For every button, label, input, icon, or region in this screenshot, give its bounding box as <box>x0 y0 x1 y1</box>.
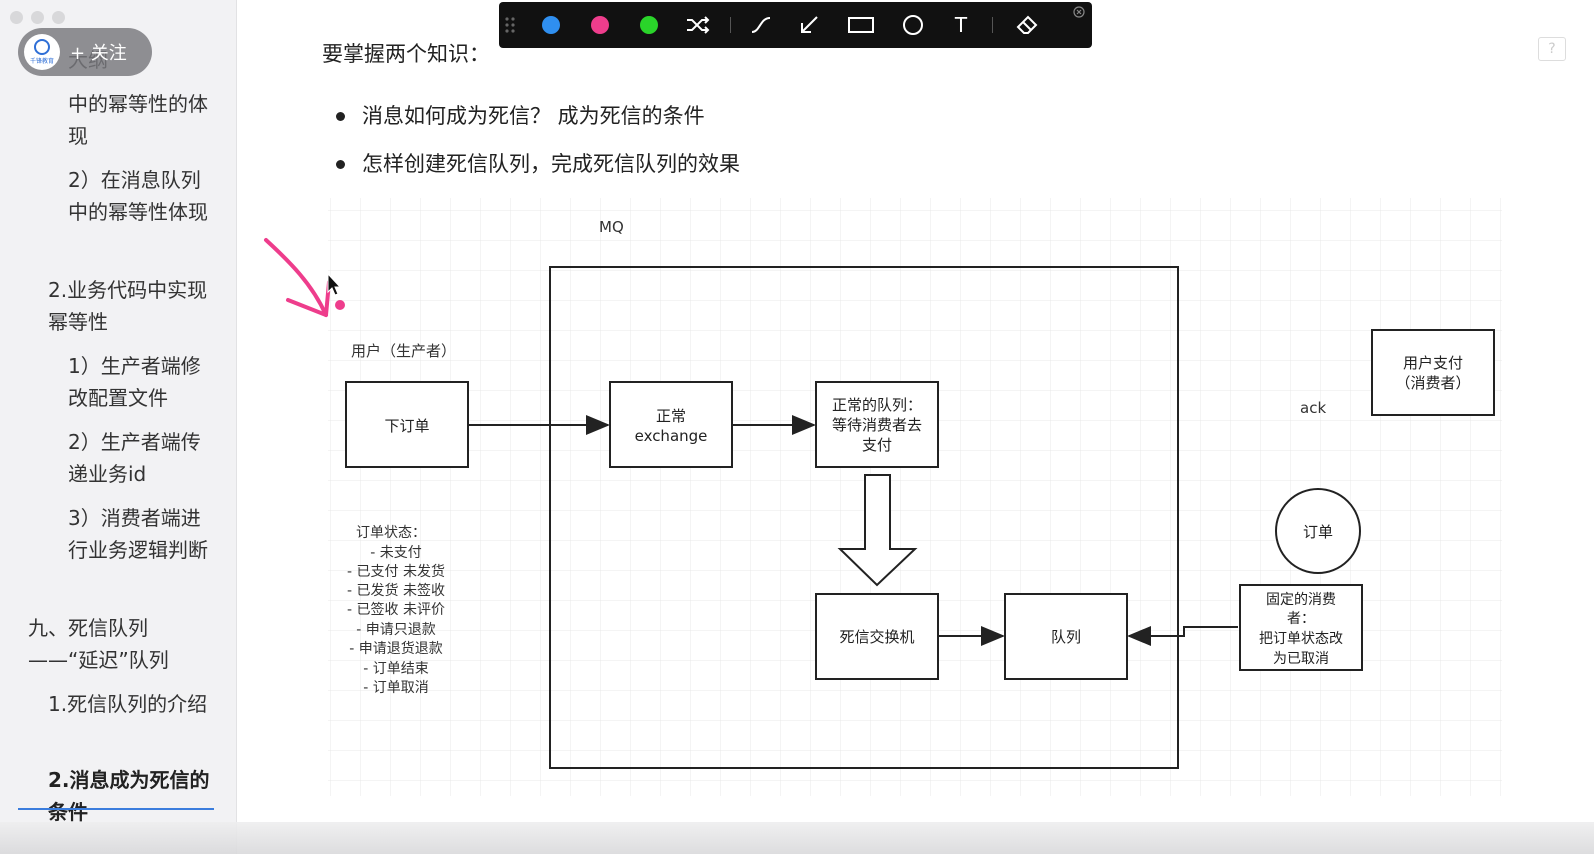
dead-letter-exchange-label: 死信交换机 <box>839 628 914 646</box>
dead-letter-exchange-box <box>815 593 939 680</box>
annotation-stroke <box>264 238 328 317</box>
rectangle-icon[interactable] <box>835 2 887 48</box>
mq-label: MQ <box>599 218 624 236</box>
close-window-icon[interactable] <box>10 11 23 24</box>
help-icon[interactable]: ? <box>1538 37 1566 61</box>
outline-sidebar: 大纲中的幂等性的体现2）在消息队列中的幂等性体现2.业务代码中实现幂等性1）生产… <box>0 0 237 854</box>
arrow-consumer-to-queue <box>1127 626 1238 646</box>
fixed-consumer-label-3: 把订单状态改 <box>1259 631 1343 647</box>
ack-label: ack <box>1300 399 1326 417</box>
outline-item[interactable]: 九、死信队列——“延迟”队列 <box>28 616 169 672</box>
outline-item[interactable]: 中的幂等性的体现 <box>68 92 208 148</box>
drag-handle-icon[interactable] <box>499 2 521 48</box>
arrow-icon[interactable] <box>787 2 831 48</box>
bullet-item: 消息如何成为死信？ 成为死信的条件 <box>336 92 740 140</box>
outline-item[interactable]: 1.死信队列的介绍 <box>48 692 208 716</box>
video-control-bar <box>0 822 1594 854</box>
fixed-consumer-label-1: 固定的消费 <box>1266 592 1336 608</box>
window-controls <box>10 11 65 24</box>
exchange-label-1: 正常 <box>656 407 686 425</box>
maximize-window-icon[interactable] <box>52 11 65 24</box>
blue-color-dot <box>542 16 560 34</box>
page-heading: 要掌握两个知识： <box>322 42 490 66</box>
status-line: - 订单取消 <box>363 680 429 696</box>
logo-text: 千锋教育 <box>29 58 54 65</box>
eraser-icon[interactable] <box>1001 2 1053 48</box>
queue-label: 队列 <box>1051 628 1081 646</box>
normal-queue-label-3: 支付 <box>862 436 892 454</box>
close-toolbar-icon[interactable] <box>1069 2 1089 22</box>
logo-q-icon <box>34 39 50 55</box>
status-line: - 未支付 <box>370 545 422 561</box>
annotation-arrowhead <box>286 280 331 317</box>
curve-icon[interactable] <box>739 2 783 48</box>
place-order-box <box>345 381 469 468</box>
place-order-label: 下订单 <box>384 417 429 435</box>
outline-item[interactable]: 2.业务代码中实现幂等性 <box>48 278 208 334</box>
outline-item[interactable]: 2）在消息队列中的幂等性体现 <box>68 168 208 224</box>
normal-queue-label-1: 正常的队列： <box>832 396 922 414</box>
normal-queue-box <box>815 381 939 468</box>
fixed-consumer-label-4: 为已取消 <box>1273 651 1329 667</box>
outline-item[interactable]: 2.消息成为死信的条件 <box>48 768 210 824</box>
consumer-label-2: （消费者） <box>1395 374 1470 392</box>
pink-color-dot <box>591 16 609 34</box>
pink-pen-button[interactable] <box>578 2 622 48</box>
bullet-list: 消息如何成为死信？ 成为死信的条件 怎样创建死信队列，完成死信队列的效果 <box>336 92 740 188</box>
outline-item[interactable]: 3）消费者端进行业务逻辑判断 <box>68 506 208 562</box>
toolbar-divider <box>725 2 735 48</box>
minimize-window-icon[interactable] <box>31 11 44 24</box>
green-pen-button[interactable] <box>627 2 671 48</box>
status-line: - 订单结束 <box>363 661 429 677</box>
order-status-list: 订单状态： - 未支付 - 已支付 未发货 - 已发货 未签收 - 已签收 未评… <box>347 525 445 696</box>
status-line: - 已支付 未发货 <box>347 563 445 580</box>
fixed-consumer-label-2: 者： <box>1287 611 1315 627</box>
follow-label: + 关注 <box>70 43 127 64</box>
brand-logo: 千锋教育 <box>24 34 60 70</box>
consumer-label-1: 用户支付 <box>1403 354 1463 372</box>
consumer-box <box>1371 329 1495 416</box>
outline-item[interactable]: 1）生产者端修改配置文件 <box>68 354 201 410</box>
order-circle-label: 订单 <box>1303 523 1333 541</box>
status-line: - 申请只退款 <box>356 622 436 638</box>
outline-item[interactable]: 2）生产者端传递业务id <box>68 430 201 486</box>
active-item-indicator <box>18 808 214 810</box>
shuffle-icon[interactable] <box>676 2 720 48</box>
mouse-cursor-icon <box>327 272 342 296</box>
bullet-item: 怎样创建死信队列，完成死信队列的效果 <box>336 140 740 188</box>
status-line: - 已发货 未签收 <box>347 582 445 599</box>
order-circle <box>1275 488 1361 574</box>
hollow-down-arrow <box>837 474 918 587</box>
status-line: 订单状态： <box>356 525 426 541</box>
annotation-dot <box>335 300 345 310</box>
pen-toolbar: T <box>499 2 1092 48</box>
green-color-dot <box>640 16 658 34</box>
toolbar-divider <box>987 2 997 48</box>
status-line: - 已签收 未评价 <box>347 601 445 618</box>
normal-queue-label-2: 等待消费者去 <box>832 416 922 434</box>
blue-pen-button[interactable] <box>529 2 573 48</box>
pink-pen-annotation <box>264 238 345 317</box>
exchange-box <box>609 381 733 468</box>
follow-button[interactable]: 千锋教育 + 关注 <box>18 28 152 76</box>
fixed-consumer-box <box>1239 584 1363 671</box>
status-line: - 申请退货退款 <box>349 640 443 657</box>
text-tool-icon[interactable]: T <box>954 13 968 37</box>
circle-icon[interactable] <box>891 2 935 48</box>
producer-label: 用户（生产者） <box>351 342 456 360</box>
exchange-label-2: exchange <box>635 427 708 445</box>
mq-container <box>549 266 1179 769</box>
